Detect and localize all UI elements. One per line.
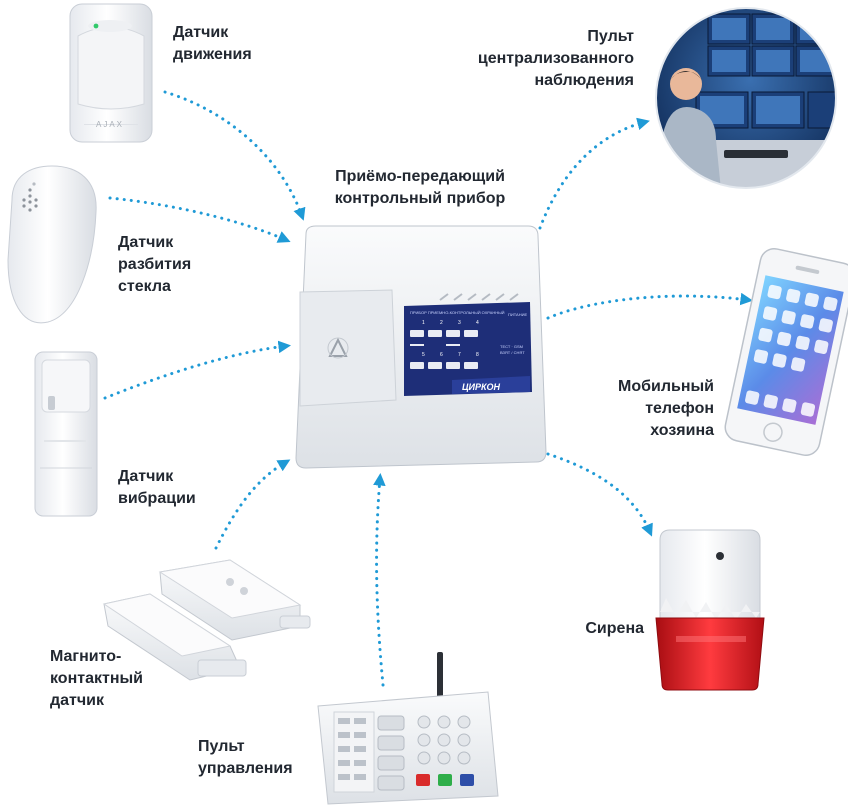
unit-power-label: ПИТАНИЕ — [508, 312, 527, 317]
siren-device — [655, 529, 765, 691]
motion-sensor-device: AJAX — [69, 3, 153, 143]
arrow-glass-to-unit — [108, 196, 291, 243]
label-motion-sensor: Датчик движения — [173, 24, 252, 63]
unit-mode-label: ВЗЯТ / СНЯТ — [500, 350, 525, 355]
unit-brand: ЦИРКОН — [462, 382, 500, 392]
zone-3: 3 — [458, 320, 461, 326]
central-unit-device: ПРИБОР ПРИЕМНО-КОНТРОЛЬНЫЙ ОХРАННЫЙ ПИТА… — [295, 225, 547, 469]
zone-6: 6 — [440, 352, 443, 358]
zone-2: 2 — [440, 320, 443, 326]
glass-break-sensor-device — [7, 165, 97, 324]
zone-7: 7 — [458, 352, 461, 358]
unit-test-label: ТЕСТ · GSM — [500, 344, 523, 349]
label-control-panel: Пульт управления — [198, 738, 293, 777]
zone-1: 1 — [422, 320, 425, 326]
zone-5: 5 — [422, 352, 425, 358]
connection-arrows — [103, 90, 753, 687]
keypad-device — [317, 652, 499, 805]
label-siren: Сирена — [585, 620, 644, 637]
zone-4: 4 — [476, 320, 479, 326]
magnetic-contact-device — [102, 559, 311, 681]
arrow-motion-to-unit — [163, 90, 306, 221]
zone-8: 8 — [476, 352, 479, 358]
arrow-unit-to-siren — [546, 452, 653, 537]
label-central-unit: Приёмо-передающий контрольный прибор — [334, 168, 506, 207]
arrow-vibration-to-unit — [103, 340, 292, 400]
label-monitoring-console: Пульт централизованного наблюдения — [477, 28, 634, 89]
monitoring-center-image — [655, 7, 837, 189]
unit-panel-title: ПРИБОР ПРИЕМНО-КОНТРОЛЬНЫЙ ОХРАННЫЙ — [410, 310, 505, 315]
label-glass-break-sensor: Датчик разбития стекла — [118, 234, 192, 295]
label-owner-phone: Мобильный телефон хозяина — [618, 378, 714, 439]
vibration-sensor-device — [34, 351, 98, 517]
label-vibration-sensor: Датчик вибрации — [118, 468, 196, 507]
arrow-unit-to-monitoring — [538, 117, 650, 230]
mobile-phone-device — [724, 248, 848, 456]
arrow-keypad-to-unit — [373, 472, 386, 687]
label-magnetic-contact-sensor: Магнито- контактный датчик — [50, 648, 143, 709]
arrow-unit-to-phone — [546, 292, 753, 320]
arrow-magnetic-to-unit — [214, 459, 291, 550]
motion-sensor-brand: AJAX — [96, 120, 124, 129]
